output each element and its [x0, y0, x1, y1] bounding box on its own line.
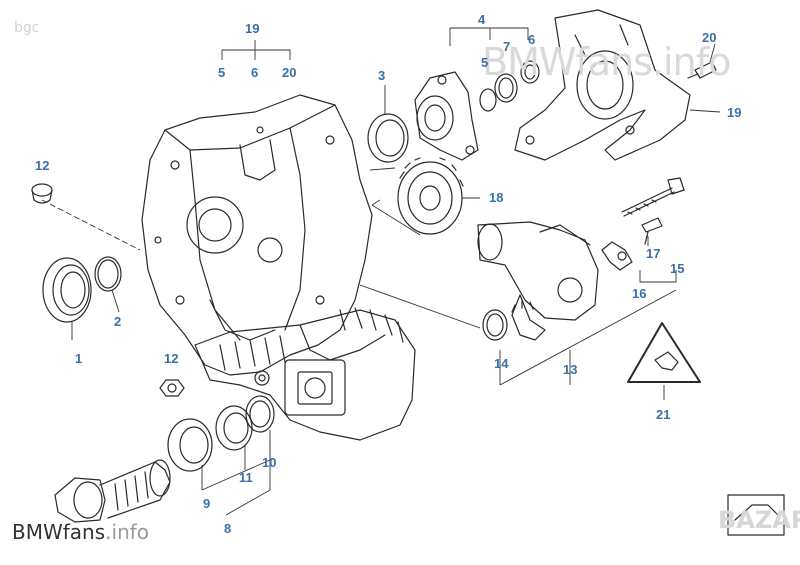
center-watermark: BMWfans.info: [482, 40, 731, 84]
part-16-sensor: [601, 241, 633, 271]
callout-2: 2: [114, 314, 122, 329]
part-1-seal: [42, 257, 92, 323]
part-18-gear: [397, 157, 464, 235]
callout-12-bottom: 12: [164, 351, 179, 366]
corner-stamp-box: [727, 494, 785, 536]
callout-4: 4: [478, 12, 486, 27]
callout-12-top: 12: [35, 158, 50, 173]
callout-21: 21: [656, 407, 671, 422]
part-8-shaft: [54, 459, 171, 523]
callout-6-right: 6: [528, 32, 536, 47]
part-4-flange: [414, 71, 479, 161]
part-15-bolt: [621, 177, 685, 217]
bottom-watermark: BMWfans.info: [12, 520, 149, 544]
callout-16: 16: [632, 286, 647, 301]
callout-18: 18: [489, 190, 504, 205]
part-19-bracket: [514, 9, 691, 161]
callout-7: 7: [503, 39, 511, 54]
transfer-case-housing: [141, 94, 373, 376]
callout-1: 1: [75, 351, 83, 366]
callout-19-top: 19: [245, 21, 260, 36]
bottom-watermark-main: BMWfans: [12, 520, 106, 544]
callout-11: 11: [239, 470, 253, 485]
callout-10: 10: [262, 455, 277, 470]
part-13-motor: [477, 221, 599, 341]
brand-watermark: BAZAR: [718, 506, 800, 534]
callout-6-top: 6: [251, 65, 259, 80]
callout-19-right: 19: [727, 105, 742, 120]
part-9-bearing: [167, 418, 213, 472]
callout-13: 13: [563, 362, 578, 377]
part-17-screw: [641, 217, 663, 245]
callout-3: 3: [378, 68, 386, 83]
corner-watermark: bgc: [14, 20, 40, 36]
callout-9: 9: [203, 496, 211, 511]
callout-5-top: 5: [218, 65, 226, 80]
part-3-ring: [367, 113, 409, 163]
gear-section: [194, 307, 416, 441]
part-12-plug-top: [31, 183, 53, 204]
callout-15: 15: [670, 261, 685, 276]
callout-5-right: 5: [481, 55, 489, 70]
callout-20-right: 20: [702, 30, 717, 45]
leader-lines: [41, 27, 721, 516]
bottom-watermark-suffix: .info: [105, 520, 150, 544]
part-21-warning-label: [627, 322, 701, 383]
part-2-ring: [94, 256, 122, 292]
callout-8: 8: [224, 521, 232, 536]
part-20-bolt: [687, 61, 717, 79]
callout-17: 17: [646, 246, 661, 261]
part-12-plug-bottom: [159, 379, 185, 397]
callout-20-top: 20: [282, 65, 297, 80]
callout-14: 14: [494, 356, 509, 371]
